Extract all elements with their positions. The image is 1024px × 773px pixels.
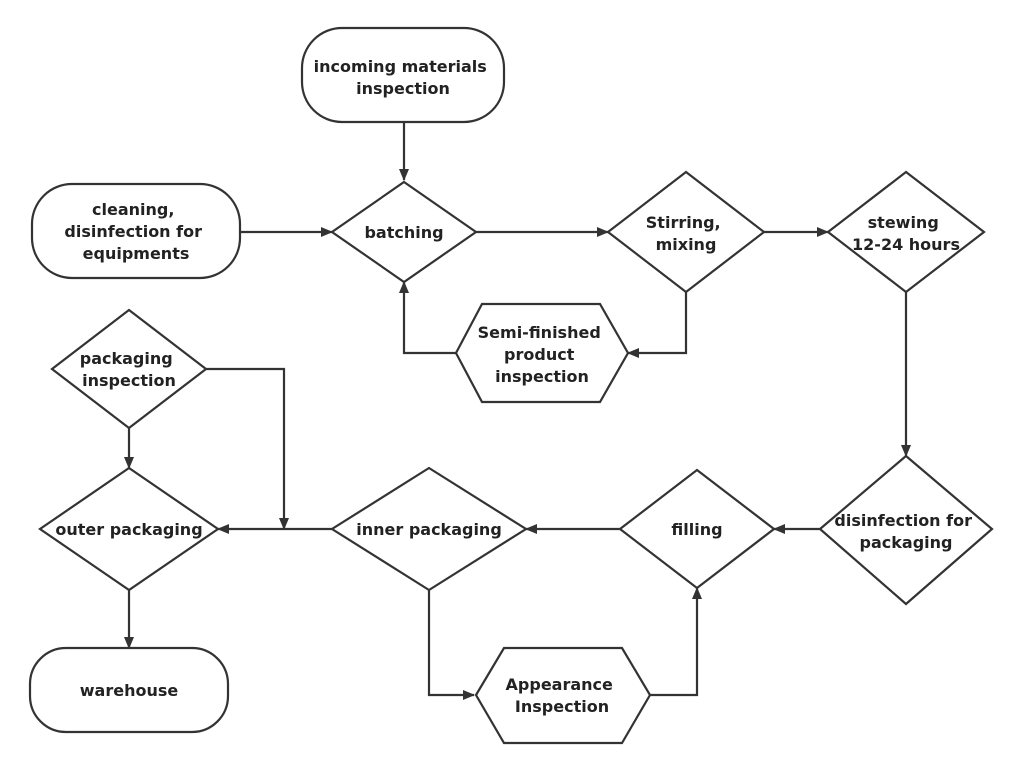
node-disinfection: disinfection for packaging [818, 454, 994, 606]
cleaning-label-line-2: disinfection for [64, 222, 202, 241]
incoming-label-line-2: inspection [356, 79, 450, 98]
inner-label: inner packaging [356, 520, 502, 539]
disinfection-label-line-1: disinfection for [834, 511, 972, 530]
node-filling: filling [618, 468, 776, 590]
cleaning-label-line-1: cleaning, [92, 200, 174, 219]
svg-text:Semi-finished product: Semi-finished product inspection [478, 323, 607, 386]
node-cleaning: cleaning, disinfection for equipments [30, 182, 242, 280]
batching-label: batching [364, 223, 443, 242]
svg-text:cleaning, disinfection f: cleaning, disinfection for equipments [64, 200, 207, 263]
svg-text:Stirring, mixing: Stirring, mixing [646, 213, 726, 254]
node-batching: batching [330, 180, 478, 284]
stewing-label-line-2: 12-24 hours [852, 235, 960, 254]
edge-appearance-to-filling [650, 587, 702, 697]
incoming-label-line-1: incoming materials [314, 57, 487, 76]
pkg-inspection-label-line-2: inspection [82, 371, 176, 390]
semi-label-line-2: product [504, 345, 575, 364]
stewing-label-line-1: stewing [868, 213, 939, 232]
appearance-label-line-2: Inspection [515, 697, 609, 716]
node-inner: inner packaging [329, 466, 529, 592]
semi-label-line-3: inspection [495, 367, 589, 386]
svg-text:incoming materials inspe: incoming materials inspection [314, 57, 493, 98]
edge-stirring-to-semi [627, 292, 688, 358]
svg-text:disinfection for packagi: disinfection for packaging [834, 511, 977, 552]
stirring-label-line-2: mixing [656, 235, 717, 254]
svg-text:packaging inspection: packaging inspection [80, 349, 179, 390]
svg-text:inner packaging: inner packaging [356, 520, 502, 539]
semi-label-line-1: Semi-finished [478, 323, 601, 342]
node-appearance: Appearance Inspection [474, 646, 652, 745]
svg-text:batching: batching [364, 223, 443, 242]
node-stirring: Stirring, mixing [606, 170, 766, 294]
edge-pkg-inspection-to-line [206, 367, 289, 530]
node-stewing: stewing 12-24 hours [826, 170, 986, 294]
disinfection-label-line-2: packaging [860, 533, 953, 552]
pkg-inspection-label-line-1: packaging [80, 349, 173, 368]
outer-label: outer packaging [55, 520, 202, 539]
stirring-label-line-1: Stirring, [646, 213, 721, 232]
appearance-label-line-1: Appearance [506, 675, 614, 694]
node-semi: Semi-finished product inspection [454, 302, 630, 404]
edge-semi-to-batching [399, 281, 456, 355]
node-outer: outer packaging [38, 466, 220, 592]
svg-text:Appearance Inspection: Appearance Inspection [506, 675, 619, 716]
warehouse-label: warehouse [80, 681, 179, 700]
edges [124, 122, 911, 700]
node-incoming: incoming materials inspection [300, 26, 506, 124]
filling-label: filling [671, 520, 722, 539]
svg-text:stewing 12-24 hours: stewing 12-24 hours [852, 213, 960, 254]
edge-inner-to-appearance [427, 590, 475, 700]
svg-text:warehouse: warehouse [80, 681, 179, 700]
cleaning-label-line-3: equipments [83, 244, 190, 263]
node-pkg-inspection: packaging inspection [50, 308, 208, 430]
node-warehouse: warehouse [28, 646, 230, 734]
svg-text:outer packaging: outer packaging [55, 520, 202, 539]
svg-text:filling: filling [671, 520, 722, 539]
